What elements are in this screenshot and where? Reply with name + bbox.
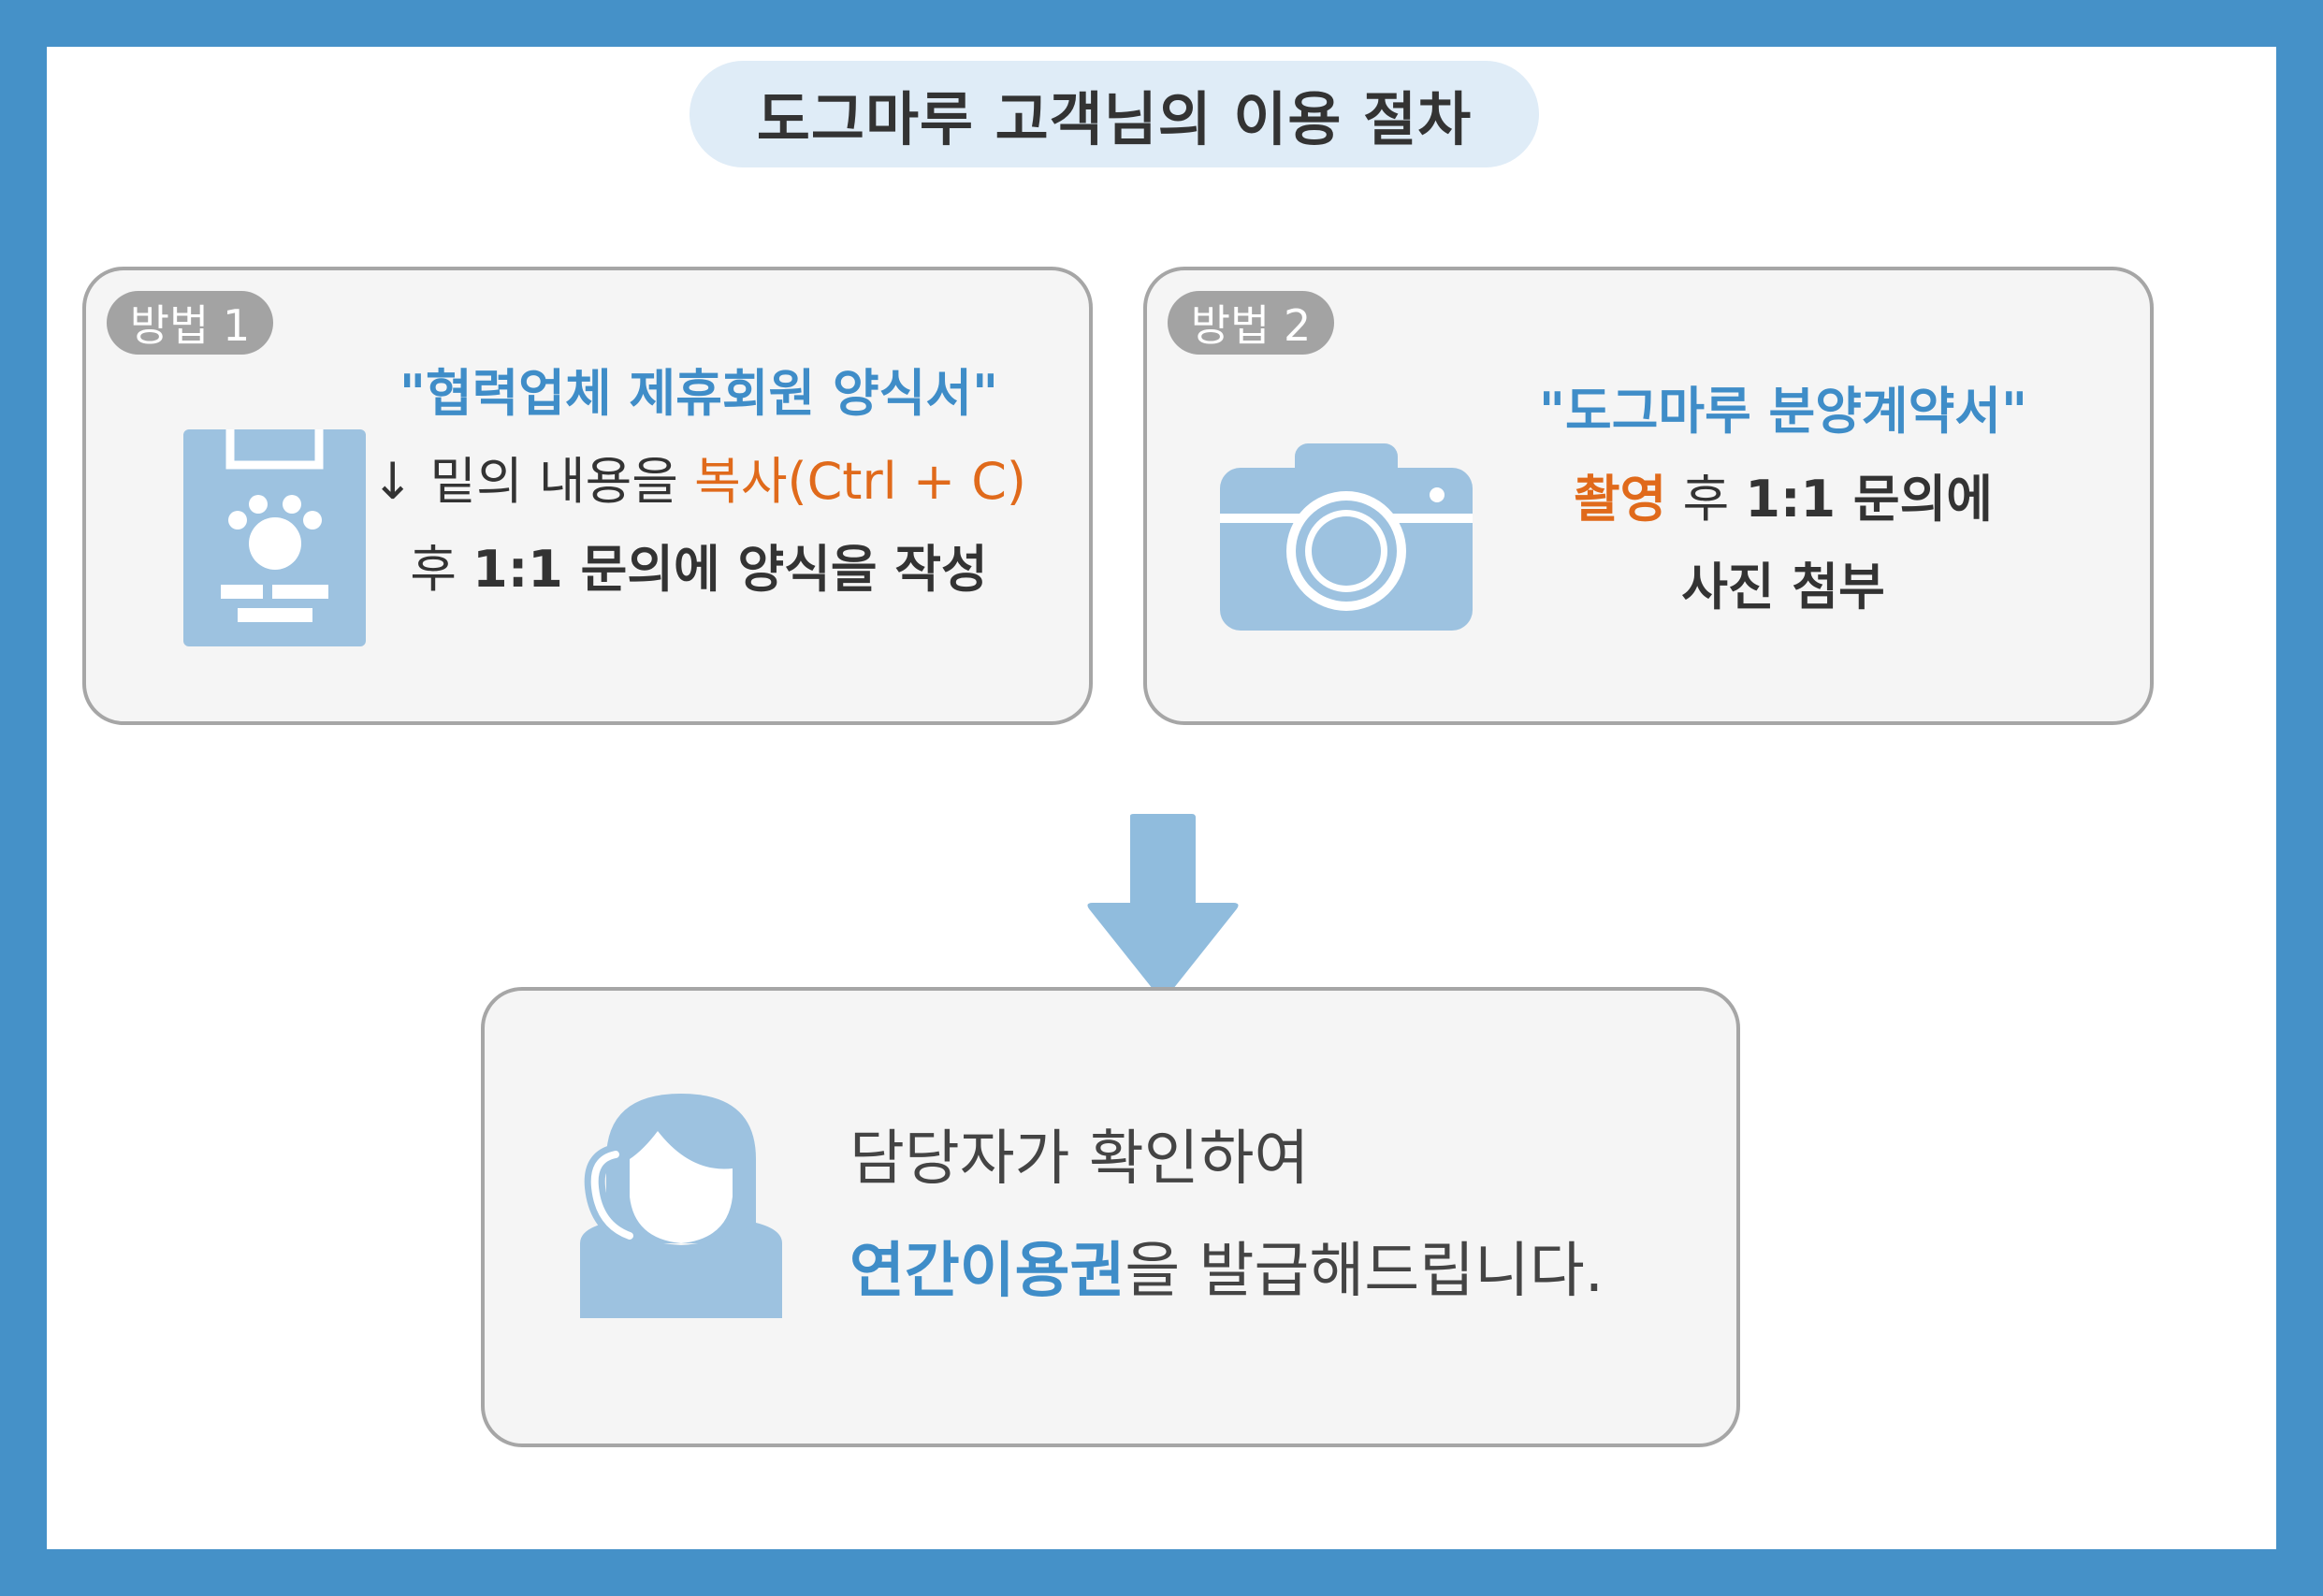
method2-photo-highlight: 촬영 [1574, 470, 1667, 529]
method2-card: 방법 2 "도그마루 분양계약서" 촬영 후 1:1 문의에 사진 첨부 [1143, 267, 2154, 725]
method2-badge: 방법 2 [1168, 291, 1334, 355]
result-text: 담당자가 확인하여 연간이용권을 발급해드립니다. [849, 1103, 1604, 1328]
result-card: 담당자가 확인하여 연간이용권을 발급해드립니다. [481, 987, 1740, 1447]
result-line2-suffix: 을 발급해드립니다. [1125, 1237, 1604, 1306]
method1-line2-prefix: ↓ 밑의 내용을 [370, 452, 695, 511]
method2-line2-mid: 후 [1666, 470, 1746, 529]
method1-instruction-line: ↓ 밑의 내용을 복사(Ctrl + C) [311, 438, 1087, 526]
method1-card: 방법 1 "협력업체 제휴회원 양식서" ↓ 밑의 내용을 복사(Ctrl + … [82, 267, 1093, 725]
method2-inquiry-bold: 1:1 문의에 [1745, 470, 1993, 529]
down-arrow-icon [1087, 814, 1239, 997]
method1-form-title: "협력업체 제휴회원 양식서" [399, 364, 999, 423]
method1-badge: 방법 1 [107, 291, 273, 355]
customer-service-agent-icon [580, 1094, 782, 1318]
method2-text: "도그마루 분양계약서" 촬영 후 1:1 문의에 사진 첨부 [1503, 368, 2064, 631]
method1-copy-highlight: 복사(Ctrl + C) [694, 452, 1026, 511]
method2-instruction-line: 촬영 후 1:1 문의에 [1503, 456, 2064, 544]
annual-pass-highlight: 연간이용권 [849, 1237, 1125, 1306]
result-line1: 담당자가 확인하여 [849, 1124, 1310, 1194]
method2-attach-line: 사진 첨부 [1681, 558, 1885, 617]
method1-submit-bold: 1:1 문의에 양식을 작성 [472, 540, 988, 599]
id-badge-paw-icon [183, 429, 366, 646]
title-pill: 도그마루 고객님의 이용 절차 [690, 61, 1539, 167]
method1-line3-prefix: 후 [410, 540, 473, 599]
method2-doc-title: "도그마루 분양계약서" [1538, 382, 2028, 441]
result-line2: 연간이용권을 발급해드립니다. [849, 1215, 1604, 1328]
method1-text: "협력업체 제휴회원 양식서" ↓ 밑의 내용을 복사(Ctrl + C) 후 … [311, 350, 1087, 614]
page-title: 도그마루 고객님의 이용 절차 [756, 85, 1473, 153]
method1-submit-line: 후 1:1 문의에 양식을 작성 [311, 526, 1087, 614]
camera-icon [1220, 443, 1473, 631]
